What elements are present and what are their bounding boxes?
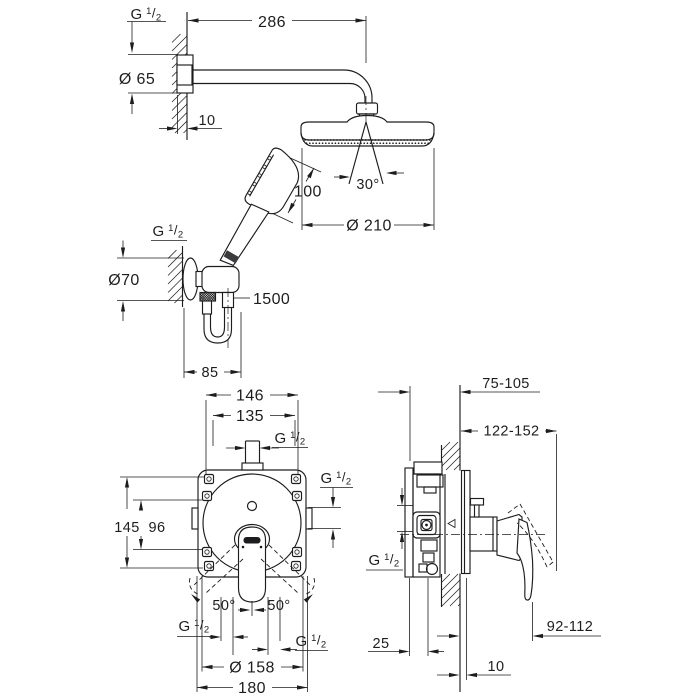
- diverter-hole: [246, 500, 258, 512]
- wall-hatch-side-lower: [441, 573, 461, 607]
- arm-wall-fitting: [176, 64, 193, 86]
- dim-arm-length: 286: [258, 14, 286, 31]
- hand-shower-head: [244, 147, 300, 215]
- head-shower-assembly: [171, 12, 435, 185]
- dim-escutcheon-diameter: Ø 65: [119, 71, 155, 88]
- box-inner-top: [416, 474, 444, 488]
- shower-arm-inner: [192, 82, 366, 103]
- hand-shower-assembly: [167, 147, 300, 350]
- dim-arm-thread: G 1/2: [130, 6, 161, 24]
- dim-lever-swing-right: 50°: [267, 598, 290, 614]
- dim-bottom-right-thread: G 1/2: [295, 633, 326, 651]
- lever-side-dashed: [507, 503, 554, 568]
- dim-min-wall-cover: 10: [488, 659, 505, 675]
- box-lower-tab: [422, 552, 435, 563]
- wall-hatch-holder: [167, 249, 183, 304]
- hand-shower-grip-ring: [223, 250, 240, 264]
- dim-holder-projection: 85: [202, 365, 219, 381]
- mixer-side-view: [400, 385, 554, 692]
- dim-box-width-inner: 135: [236, 408, 264, 425]
- top-port-flange: [241, 462, 264, 471]
- mixer-front-dimensions: 146 135 G 1/2 G 1/2 145 96 50° 50°: [114, 388, 353, 697]
- lever-swing-dashed: [189, 544, 315, 596]
- arrow: [188, 18, 199, 23]
- shower-head-spray-face: [304, 139, 431, 145]
- lever-slot: [243, 537, 261, 544]
- mixer-side-dimensions: 75-105 122-152 G 1/2 25 92-112 10: [366, 376, 601, 680]
- mixer-front-view: [189, 440, 315, 603]
- lever-handle: [237, 526, 267, 603]
- box-lower-block: [420, 539, 438, 552]
- box-lower-port: [425, 562, 439, 576]
- dim-hose-length: 1500: [253, 291, 290, 308]
- stop-screw-stem: [473, 504, 480, 518]
- dim-installation-depth: 122-152: [483, 424, 539, 440]
- hose-inner: [209, 307, 226, 338]
- shower-head-face-rim: [300, 132, 435, 147]
- dim-side-thread: G 1/2: [368, 552, 399, 570]
- side-tab-left: [191, 507, 199, 530]
- hose-outer: [203, 307, 233, 344]
- arrow: [355, 18, 366, 23]
- stop-screw-head: [469, 497, 485, 506]
- shower-arm-outer: [192, 69, 373, 103]
- dim-plate-width: 180: [238, 680, 266, 697]
- dim-top-port-thread: G 1/2: [274, 430, 305, 448]
- dim-screw-spacing: 96: [149, 520, 166, 536]
- dim-spray-angle: 30°: [356, 177, 379, 193]
- dim-box-height: 145: [114, 520, 139, 536]
- holder-dimensions: G 1/2 Ø70 1500 85: [108, 223, 290, 382]
- dim-box-rear-depth: 25: [373, 636, 390, 652]
- hand-shower: [219, 147, 300, 267]
- box-inner-tab: [423, 486, 437, 494]
- union-outlet-tube: [201, 300, 213, 315]
- box-lower-detail: [418, 563, 428, 573]
- spray-angle-line-right: [365, 121, 384, 185]
- cartridge-mid: [416, 514, 437, 536]
- dim-lever-projection: 92-112: [547, 619, 593, 635]
- box-top-cap: [413, 461, 443, 475]
- depth-marker-triangle: [447, 518, 456, 529]
- dim-head-diameter: Ø 210: [346, 218, 392, 235]
- head-shower-dimensions: G 1/2 286 Ø 65 10 30° Ø 210 Ø 100: [119, 6, 435, 235]
- lever-side: [516, 518, 534, 601]
- wall-hatch-side-upper: [441, 441, 461, 471]
- box-rear-panel: [404, 467, 414, 578]
- knurl-texture2: [199, 292, 216, 302]
- dim-lever-swing-left: 50°: [212, 598, 235, 614]
- dim-flange-diameter: Ø70: [108, 272, 139, 289]
- dim-bottom-left-thread: G 1/2: [178, 618, 209, 636]
- dim-union-thread: G 1/2: [152, 223, 183, 241]
- arm-connector-nut: [355, 102, 379, 115]
- dim-side-port-thread: G 1/2: [320, 470, 351, 488]
- dim-rough-in-depth: 75-105: [482, 376, 530, 392]
- spray-angle-line-left: [348, 121, 367, 185]
- holder-body: [201, 265, 240, 294]
- trim-plate-side: [460, 469, 471, 575]
- hand-shower-handle: [219, 203, 270, 267]
- dim-trim-diameter: Ø 158: [229, 660, 275, 677]
- side-tab-right: [305, 507, 313, 530]
- dim-escutcheon-depth: 10: [199, 113, 216, 129]
- dim-box-width-outer: 146: [236, 388, 264, 405]
- cartridge-inner: [420, 518, 433, 532]
